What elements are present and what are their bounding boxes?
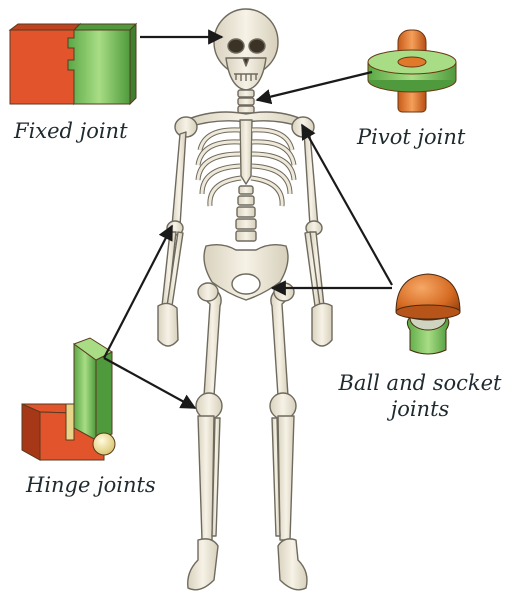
ball-socket-label-line2: joints [332,396,508,422]
left-tibia [198,416,214,540]
ball-socket-label-line1: Ball and socket [332,370,508,396]
neck-vertebrae [238,90,254,113]
skull [214,9,278,90]
right-foot [278,539,307,590]
sternum [240,120,252,184]
left-femur [204,288,221,396]
ball-and-socket-joint-icon [396,274,460,354]
left-arm [158,132,186,346]
pivot-joint-icon [368,30,456,112]
arrow-hinge-to-knee [104,358,195,408]
skeleton-figure [158,9,332,590]
hinge-joint-icon [22,338,115,460]
hinge-joint-label: Hinge joints [26,472,156,498]
arrow-pivot-to-neck [257,72,372,100]
fixed-joint-label: Fixed joint [14,118,128,144]
pivot-joint-label: Pivot joint [357,124,465,150]
right-femur [271,288,288,396]
lumbar-spine [236,186,256,241]
right-tibia [278,416,294,540]
left-foot [188,539,218,590]
right-arm [304,132,332,346]
fixed-joint-icon [10,24,136,104]
